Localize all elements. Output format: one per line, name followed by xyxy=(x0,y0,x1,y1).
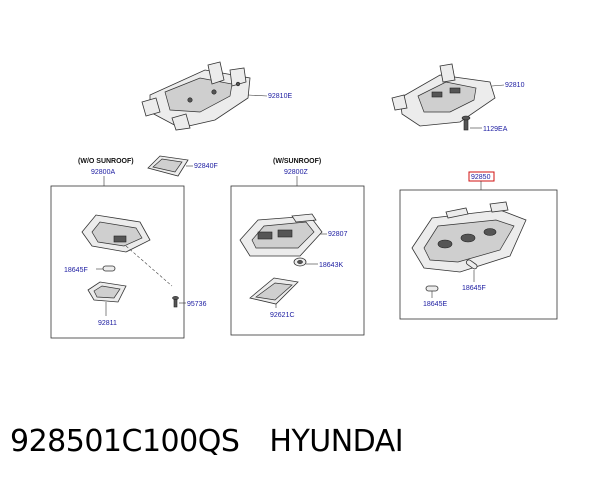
label-92811: 92811 xyxy=(98,320,117,327)
bracket-92810 xyxy=(391,63,505,127)
brand-name: HYUNDAI xyxy=(269,424,404,459)
lens-92811 xyxy=(87,281,127,316)
bulb-18643k xyxy=(293,257,318,267)
bulb-18645e xyxy=(425,285,439,298)
part-number: 928501C100QS xyxy=(10,424,240,459)
parts-diagram: 92810E 92810 1129EA (W/O SUNROOF) 92800A… xyxy=(50,61,558,339)
lamp-housing-92800z xyxy=(239,213,327,257)
heading-wo-sunroof: (W/O SUNROOF) xyxy=(78,158,134,165)
screw-95736 xyxy=(172,296,186,308)
frame-wo-sunroof xyxy=(50,185,185,339)
bulb-18645f-left xyxy=(96,265,116,272)
label-92800z: 92800Z xyxy=(284,169,308,176)
label-92807: 92807 xyxy=(328,231,348,238)
label-18645e: 18645E xyxy=(423,301,447,308)
lamp-housing-92800a xyxy=(81,214,173,287)
frame-92850 xyxy=(399,189,558,320)
frame-w-sunroof xyxy=(230,185,365,336)
heading-w-sunroof: (W/SUNROOF) xyxy=(273,158,321,165)
label-18645f-left: 18645F xyxy=(64,267,88,274)
label-92621c: 92621C xyxy=(270,312,295,319)
screw-1129ea xyxy=(461,115,482,131)
label-92810: 92810 xyxy=(505,82,525,89)
caption: 928501C100QS HYUNDAI xyxy=(10,424,590,474)
label-92850: 92850 xyxy=(471,174,491,181)
pad-92840f xyxy=(147,155,193,177)
highlight-box-92850 xyxy=(468,171,495,182)
label-1129ea: 1129EA xyxy=(483,126,508,133)
bracket-92810e xyxy=(141,61,268,131)
label-92800a: 92800A xyxy=(91,169,115,176)
label-92810e: 92810E xyxy=(268,93,292,100)
label-18645f-right: 18645F xyxy=(462,285,486,292)
bulb-18645f-right xyxy=(465,259,478,282)
lens-92621c xyxy=(249,277,299,308)
label-95736: 95736 xyxy=(187,301,207,308)
overhead-console-92850 xyxy=(411,201,527,273)
label-92840f: 92840F xyxy=(194,163,218,170)
label-18643k: 18643K xyxy=(319,262,343,269)
